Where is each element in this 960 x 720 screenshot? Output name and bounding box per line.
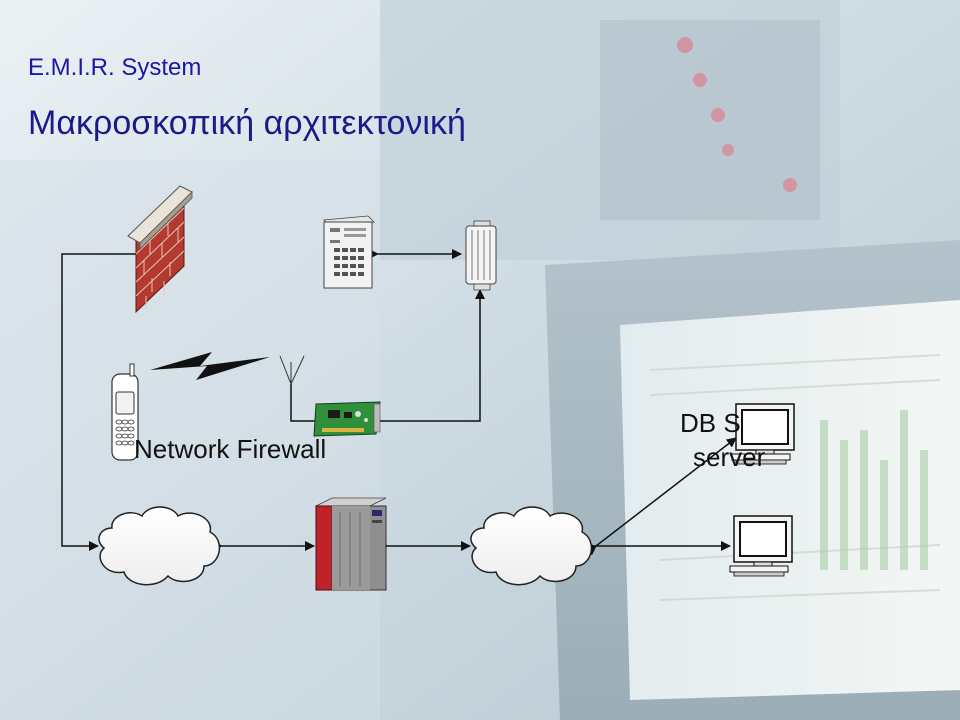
connector-firewall-left (61, 253, 138, 551)
system-title: E.M.I.R. System (28, 54, 202, 81)
cloud-icon (470, 506, 593, 586)
connector-cloud2-dbserver (585, 437, 737, 556)
connector-antenna-card (290, 384, 316, 422)
connector-card-router (372, 289, 485, 422)
workstation-icon (729, 515, 793, 577)
cloud-icon (98, 506, 221, 586)
db-server-label-line2: server (693, 442, 766, 472)
tower-server-icon (323, 215, 375, 289)
lightning-bolt-icon (150, 352, 270, 380)
workstation-icon (731, 403, 795, 465)
network-card-icon (313, 401, 381, 437)
db-server-label-line1: DB S (680, 408, 741, 438)
mobile-phone-icon (111, 363, 139, 461)
network-firewall-label: Network Firewall (134, 434, 327, 464)
connectors (61, 249, 737, 556)
router-icon (465, 220, 497, 291)
page-title: Μακροσκοπική αρχιτεκτονική (28, 104, 466, 142)
antenna-icon (279, 355, 305, 385)
mainframe-server-icon (315, 497, 387, 591)
brick-firewall-icon (127, 185, 193, 314)
